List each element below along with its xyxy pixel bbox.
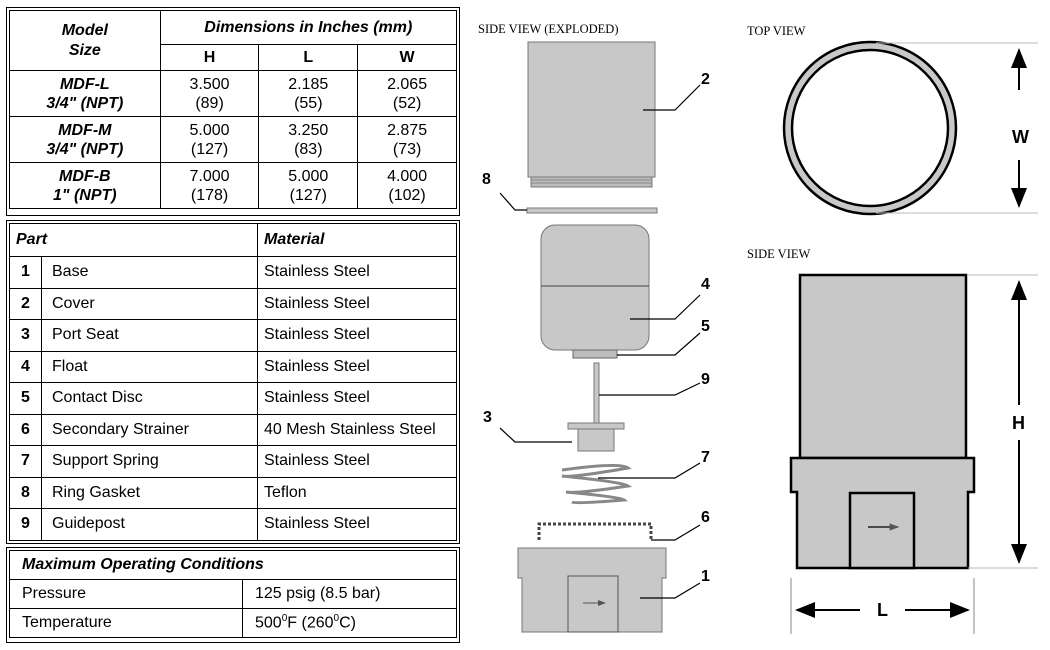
l-mm: (83) <box>294 140 323 158</box>
part-name: Cover <box>41 287 258 320</box>
callout-5: 5 <box>701 318 710 335</box>
temperature-label: Temperature <box>9 608 243 638</box>
conditions-table-frame <box>6 547 460 643</box>
model-connection: 3/4" (NPT) <box>46 140 124 158</box>
guidepost-part <box>593 362 600 426</box>
side-exploded-label: SIDE VIEW (EXPLODED) <box>478 22 619 36</box>
dimensions-table: Model Size Dimensions in Inches (mm) H L… <box>9 10 458 209</box>
part-number: 7 <box>9 445 42 478</box>
part-material: Stainless Steel <box>257 445 457 478</box>
model-name: MDF-M <box>58 121 112 139</box>
top-view-drawing <box>782 40 1038 216</box>
l-value: 3.250 <box>288 121 329 139</box>
l-mm: (127) <box>289 186 327 204</box>
callout-3: 3 <box>483 409 492 426</box>
l-value: 5.000 <box>288 167 329 185</box>
w-value: 4.000 <box>387 167 428 185</box>
dim-l-label: L <box>877 600 888 620</box>
w-mm: (73) <box>392 140 422 158</box>
top-view-label: TOP VIEW <box>747 24 806 38</box>
callout-6: 6 <box>701 509 710 526</box>
strainer-part <box>537 522 653 540</box>
part-material: Teflon <box>257 476 457 509</box>
contact-disc-part <box>572 349 618 359</box>
callout-2: 2 <box>701 71 710 88</box>
dimensions-table-frame <box>6 7 460 216</box>
side-view-drawing <box>789 273 1038 634</box>
part-number: 9 <box>9 508 42 541</box>
material-header: Material <box>257 223 457 257</box>
cover-part <box>527 41 656 188</box>
conditions-header: Maximum Operating Conditions <box>9 550 457 580</box>
h-mm: (178) <box>190 186 229 204</box>
dim-w-label: W <box>1012 127 1029 147</box>
dims-header: Dimensions in Inches (mm) <box>159 10 458 45</box>
callout-leaders <box>499 84 701 599</box>
h-value: 5.000 <box>189 121 230 139</box>
part-name: Ring Gasket <box>41 476 258 509</box>
part-number: 5 <box>9 382 42 415</box>
callout-7: 7 <box>701 449 710 466</box>
model-connection: 1" (NPT) <box>53 186 117 204</box>
w-mm: (52) <box>392 94 422 112</box>
part-material: Stainless Steel <box>257 508 457 541</box>
l-value: 2.185 <box>288 75 329 93</box>
part-header: Part <box>9 223 258 257</box>
part-name: Support Spring <box>41 445 258 478</box>
callout-4: 4 <box>701 276 710 293</box>
temperature-value: 5000F (2600C) <box>242 608 457 638</box>
part-name: Float <box>41 350 258 383</box>
part-material: Stainless Steel <box>257 287 457 320</box>
w-mm: (102) <box>388 186 426 204</box>
h-value: 3.500 <box>189 75 230 93</box>
side-view-label: SIDE VIEW <box>747 247 811 261</box>
h-value: 7.000 <box>189 167 230 185</box>
h-mm: (89) <box>195 94 224 112</box>
callout-8: 8 <box>482 171 491 188</box>
callout-9: 9 <box>701 371 710 388</box>
w-value: 2.065 <box>387 75 428 93</box>
l-mm: (55) <box>294 94 323 112</box>
callout-1: 1 <box>701 568 710 585</box>
col-w-header: W <box>357 44 457 71</box>
w-value: 2.875 <box>387 121 428 139</box>
base-part <box>517 547 667 633</box>
part-number: 1 <box>9 256 42 289</box>
spring-part <box>561 463 633 505</box>
h-mm: (127) <box>190 140 229 158</box>
gasket-part <box>526 207 658 214</box>
float-part <box>540 224 650 351</box>
dim-h-label: H <box>1012 413 1025 433</box>
part-material: Stainless Steel <box>257 319 457 352</box>
part-name: Contact Disc <box>41 382 258 415</box>
port-seat-part <box>567 422 625 452</box>
part-name: Guidepost <box>41 508 258 541</box>
part-material: 40 Mesh Stainless Steel <box>257 413 457 446</box>
model-name: MDF-B <box>59 167 111 185</box>
pressure-value: 125 psig (8.5 bar) <box>242 579 457 609</box>
parts-table-frame <box>6 220 460 544</box>
col-h-header: H <box>159 44 260 71</box>
model-name: MDF-L <box>59 75 110 93</box>
part-material: Stainless Steel <box>257 382 457 415</box>
pressure-label: Pressure <box>9 579 243 609</box>
model-connection: 3/4" (NPT) <box>46 94 124 112</box>
part-number: 3 <box>9 319 42 352</box>
